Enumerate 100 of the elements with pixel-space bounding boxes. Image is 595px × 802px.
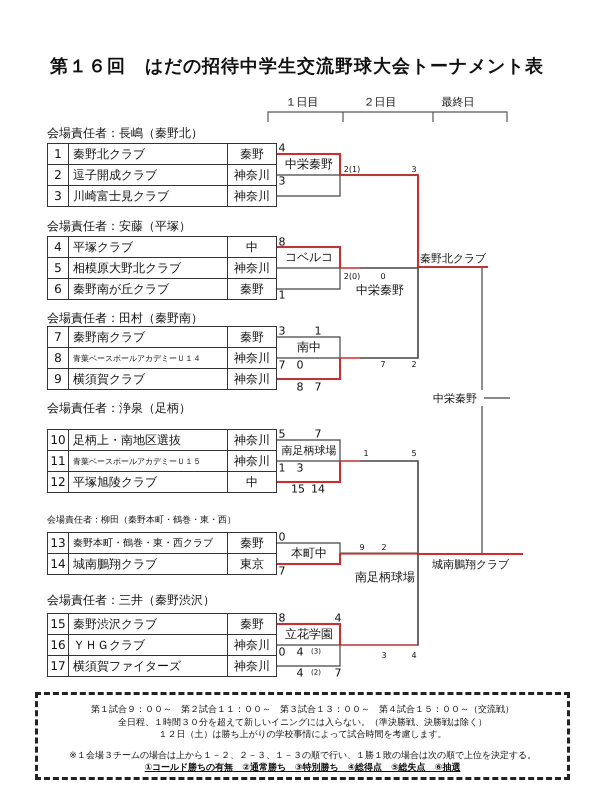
team-row (47, 278, 277, 300)
score: 1 (278, 290, 286, 300)
seed-number: 11 (49, 453, 67, 470)
bracket-line (277, 461, 341, 483)
venue-manager: 会場責任者：浄泉（足柄） (47, 402, 191, 414)
bracket-line (277, 645, 341, 667)
team-row (47, 257, 277, 279)
day-heading: １日目 (286, 96, 318, 108)
score: 7 (314, 382, 322, 392)
score: 7 (278, 566, 286, 576)
venue-name: 中栄秦野 (426, 390, 484, 406)
team-name: 平塚旭陵クラブ (68, 472, 227, 492)
venue-name: 立花学園 (279, 625, 339, 644)
bracket-line (277, 542, 341, 554)
team-row (47, 368, 277, 390)
region-name: 秦野 (227, 279, 276, 299)
seed-number: 5 (53, 260, 63, 277)
venue-name: 本町中 (279, 544, 339, 563)
note-line: 全日程、１時間３０分を超えて新しいイニングには入らない。（準決勝戦、決勝戦は除く） (117, 716, 488, 729)
venue-manager: 会場責任者：柳田（秦野本町・鶴巻・東・西） (47, 516, 236, 526)
score: 7 (278, 360, 286, 370)
bracket-line (277, 554, 341, 565)
score: 3 (381, 652, 387, 660)
team-row (47, 236, 277, 258)
team-row (47, 532, 277, 554)
score: 4 (411, 652, 417, 660)
team-row (47, 450, 277, 472)
team-row (47, 326, 277, 348)
venue-manager: 会場責任者：安藤（平塚） (47, 220, 191, 232)
score: 2 (381, 544, 387, 552)
bracket-line (340, 268, 419, 359)
bracket-line (277, 357, 341, 359)
score: 4 (296, 646, 304, 658)
team-name: 川崎富士見クラブ (68, 186, 227, 206)
score: 3 (278, 176, 286, 186)
venue-name: コベルコ (279, 248, 339, 267)
score: 2(0) (344, 273, 360, 281)
venue-name: 南中 (279, 338, 339, 357)
score: 0 (278, 532, 286, 542)
notes-box (35, 692, 570, 780)
bracket-line (340, 552, 419, 554)
team-row (47, 634, 277, 656)
ranking-rule: ①コールド勝ちの有無 ②通常勝ち ③特別勝ち ④総得点 ⑤総失点 ⑥抽選 (144, 762, 460, 774)
day-heading: 最終日 (442, 96, 474, 108)
bracket-line (277, 358, 341, 380)
score: 8 (296, 382, 304, 392)
bracket-line (340, 267, 419, 269)
region-name: 中 (227, 472, 276, 492)
seed-number: 9 (53, 371, 63, 388)
seed-number: 2 (53, 167, 63, 184)
venue-name: 南足柄球場 (279, 441, 339, 460)
venue-manager: 会場責任者：三井（秦野渋沢） (47, 594, 215, 606)
seed-number: 10 (49, 432, 67, 449)
score: 5 (278, 428, 286, 440)
team-name: 城南鵬翔クラブ (68, 554, 227, 574)
bracket-line (340, 460, 419, 553)
bracket-line (277, 268, 341, 290)
bracket-line (481, 267, 483, 390)
bracket-line (277, 644, 341, 646)
region-name: 神奈川 (227, 186, 276, 206)
seed-number: 4 (53, 239, 63, 256)
score: 3 (411, 166, 417, 174)
score: 7 (334, 668, 342, 678)
score: 0 (278, 646, 286, 658)
team-row (47, 613, 277, 635)
seed-number: 8 (53, 350, 63, 367)
score: 15 (291, 484, 305, 494)
bracket-line (277, 174, 341, 176)
team-row (47, 655, 277, 677)
venue-manager: 会場責任者：田村（秦野南） (47, 312, 203, 324)
venue-name: 中栄秦野 (279, 155, 339, 174)
score: 8 (278, 236, 286, 248)
team-row (47, 471, 277, 493)
bracket-line (481, 406, 483, 554)
region-name: 神奈川 (227, 369, 276, 389)
region-name: 神奈川 (227, 656, 276, 676)
score: 1 (278, 462, 286, 474)
seed-number: 12 (49, 474, 67, 491)
seed-number: 13 (49, 535, 67, 552)
score: 0 (380, 273, 386, 281)
note-line: １２日（土）は勝ち上がりの学校事情によって試合時間を考慮します。 (158, 729, 448, 742)
venue-name: 中栄秦野 (356, 284, 404, 296)
score: 2 (411, 361, 417, 369)
team-row (47, 164, 277, 186)
region-name: 東京 (227, 554, 276, 574)
score: 1 (363, 450, 369, 458)
score: 5 (411, 450, 417, 458)
team-name: 横須賀ファイターズ (68, 656, 227, 676)
bracket-line (340, 174, 419, 268)
score: 7 (380, 361, 386, 369)
seed-number: 7 (53, 329, 63, 346)
score: 2(1) (344, 166, 360, 174)
note-line: ※１会場３チームの場合は上から１－２、２－３、１－３の順で行い、１勝１敗の場合は次の順で上位を決定する。 (68, 750, 537, 762)
bracket-line (340, 553, 419, 646)
score: 3 (278, 326, 286, 336)
note-line: 第１試合９：００～ 第２試合１１：００～ 第３試合１３：００～ 第４試合１５：００～（交流戦） (90, 704, 515, 716)
bracket-line (277, 267, 341, 269)
venue-name: 南足柄球場 (355, 571, 415, 583)
seed-number: 1 (53, 146, 63, 163)
bracket-line (484, 397, 510, 399)
